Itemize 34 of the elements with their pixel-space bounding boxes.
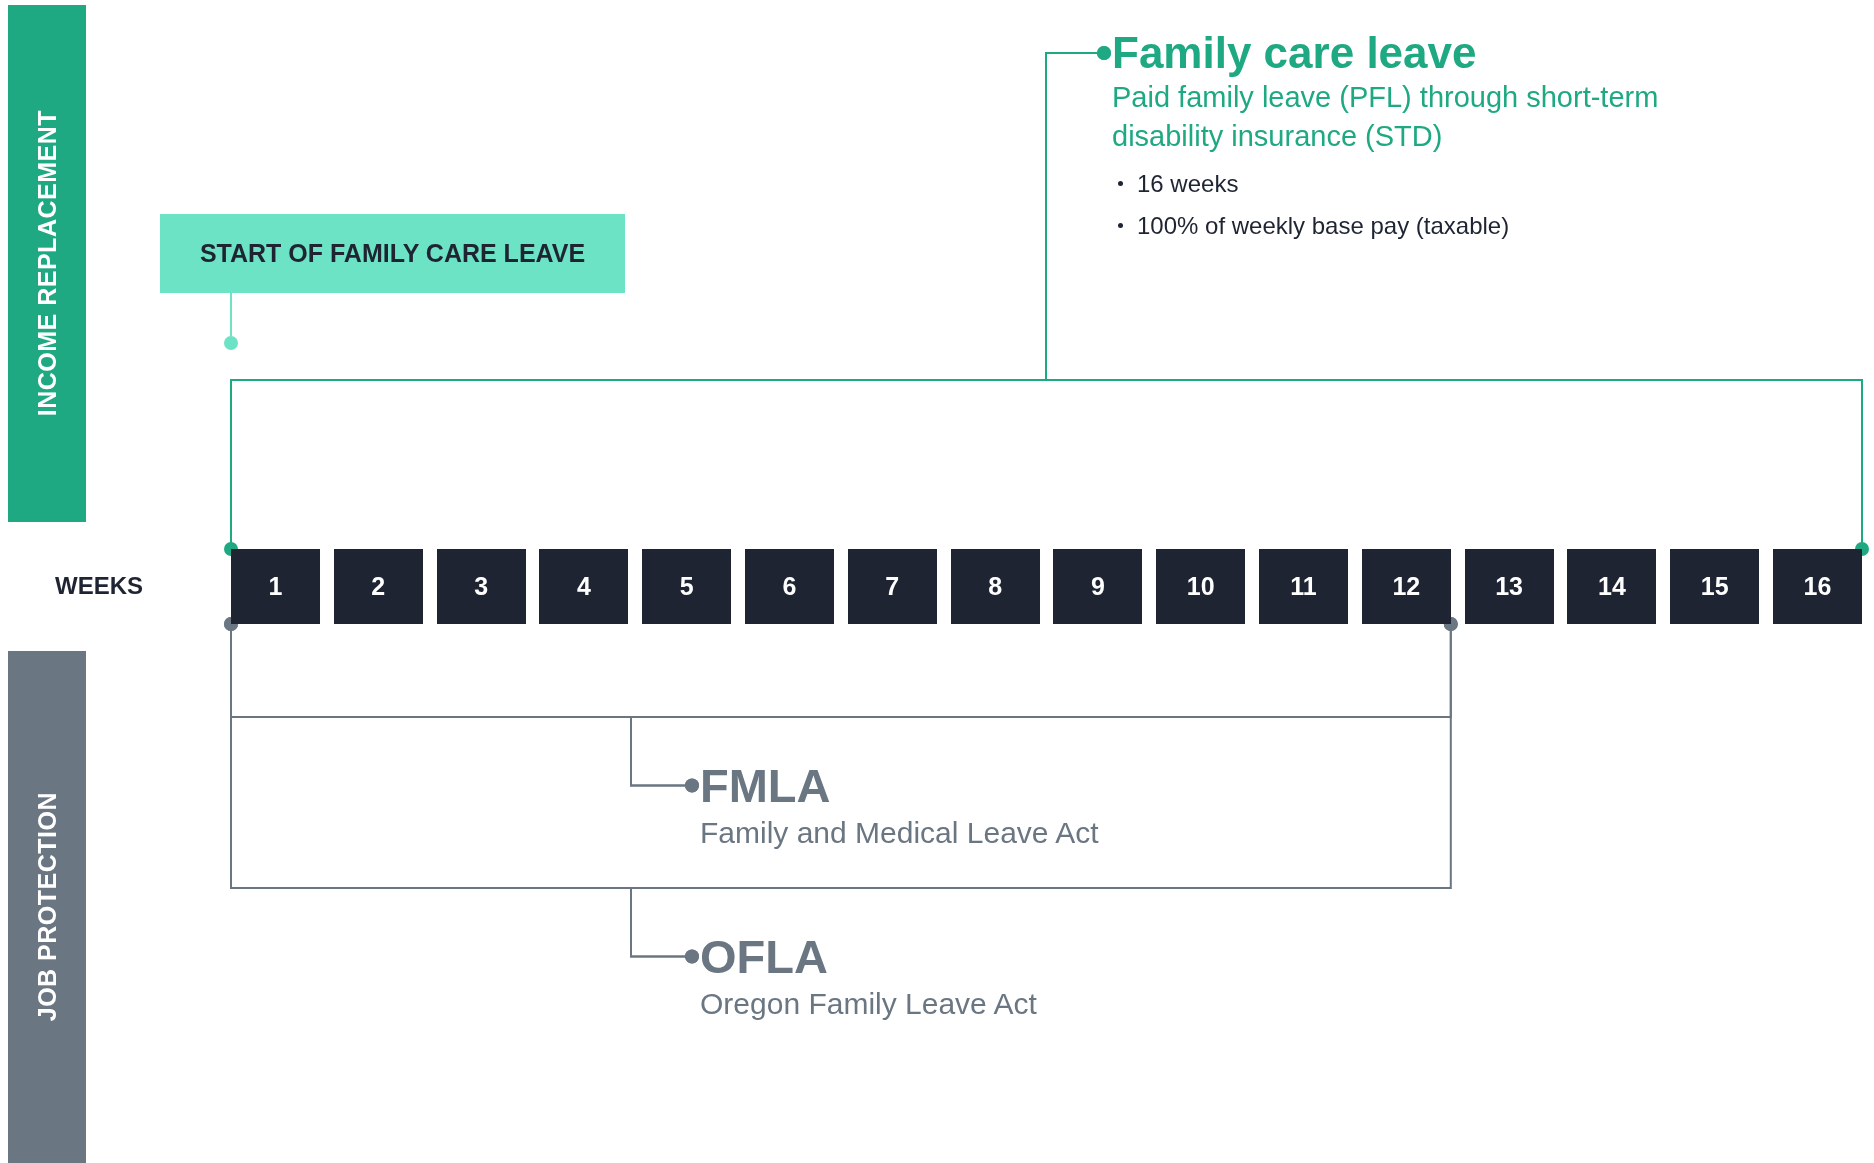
heading: FMLA [700,758,831,813]
bullet-text: 100% of weekly base pay (taxable) [1137,212,1510,240]
week-box: 14 [1567,549,1657,624]
band-label: INCOME REPLACEMENT [32,110,62,417]
week-box: 3 [436,549,526,624]
heading: OFLA [700,929,828,984]
bracket-connector [1045,46,1869,556]
week-box: 11 [1259,549,1348,624]
category-band [8,651,86,1163]
week-box: 5 [642,549,732,624]
week-box: 1 [231,549,320,624]
bracket-connector [630,617,1458,964]
week-box: 13 [1464,549,1554,624]
label-box: START OF FAMILY CARE LEAVE [160,214,625,293]
axis-label: WEEKS [55,572,143,600]
dot-marker [224,336,238,350]
subheading: Family and Medical Leave Act [700,815,1099,851]
week-box: 9 [1053,549,1143,624]
heading: Family care leave [1112,28,1477,78]
week-box: 12 [1361,549,1451,624]
category-band [8,5,86,522]
week-box: 16 [1773,549,1862,624]
week-box: 4 [539,549,629,624]
subheading: Oregon Family Leave Act [700,986,1037,1022]
week-box: 10 [1156,549,1246,624]
week-box: 7 [847,549,937,624]
week-box: 2 [333,549,423,624]
band-label: JOB PROTECTION [32,792,62,1022]
week-box: 15 [1670,549,1760,624]
week-box: 6 [745,549,834,624]
week-box: 8 [950,549,1040,624]
subheading: Paid family leave (PFL) through short-term disability insurance (STD) [1112,80,1660,155]
leader-line [230,292,232,337]
bullet-text: 16 weeks [1137,170,1239,198]
